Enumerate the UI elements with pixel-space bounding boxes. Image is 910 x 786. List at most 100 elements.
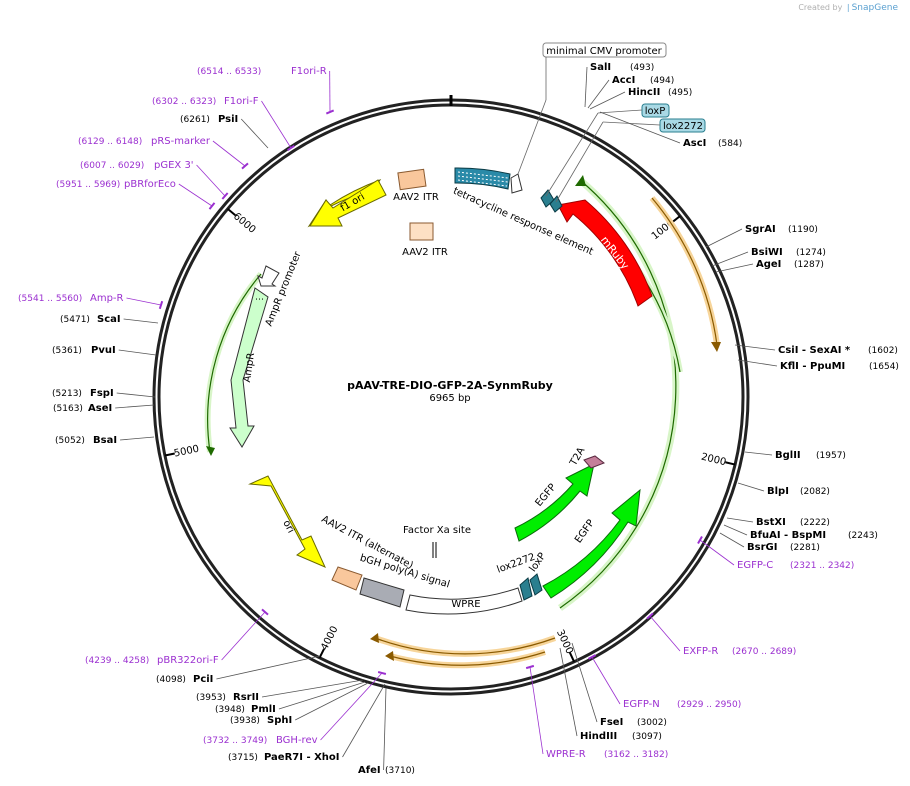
primer-mark [377,671,387,675]
primer-position: (2929 .. 2950) [677,700,741,710]
enzyme-leader [216,655,321,680]
enzyme-position: (1654) [869,362,899,372]
enzyme-site[interactable]: BsaI(5052) [55,435,155,446]
leader-lox2272 [602,121,661,126]
enzyme-site[interactable]: CsiI - SexAI *(1602) [734,344,898,356]
enzyme-position: (2222) [800,518,830,528]
enzyme-site[interactable]: FspI(5213) [52,388,156,399]
enzyme-site[interactable]: AfeI(3710) [358,687,415,776]
enzyme-leader [744,451,773,456]
ampr-promoter-dots: ⋯ [255,295,264,305]
primer-site[interactable]: (6514 .. 6533)F1ori-R [197,66,335,115]
feature-aav2itr-1-label: AAV2 ITR [393,192,439,203]
primer-site[interactable]: (4239 .. 4258)pBR322ori-F [85,608,269,666]
feature-loxp-inner[interactable] [529,573,543,596]
feature-egfp-outer[interactable] [542,488,641,599]
svg-text:lox2272: lox2272 [663,121,703,132]
enzyme-site[interactable]: KflI - PpuMI(1654) [737,359,899,372]
enzyme-leader [295,682,369,721]
enzyme-site[interactable]: AscI(584) [599,111,742,149]
primer-site[interactable]: (2670 .. 2689)EXFP-R [646,612,796,657]
enzyme-site[interactable]: PaeR7I - XhoI(3715) [228,683,386,763]
enzyme-leader [737,482,765,492]
enzyme-leader [261,679,364,698]
feature-tre-hatch [457,171,509,187]
primer-site[interactable]: (5951 .. 5969)pBRforEco [56,179,216,210]
enzyme-site[interactable]: SphI(3938) [230,682,369,726]
primer-site[interactable]: (6007 .. 6029)pGEX 3' [80,160,229,200]
enzyme-position: (1957) [816,451,846,461]
primer-site[interactable]: (5541 .. 5560)Amp-R [18,293,164,310]
enzyme-site[interactable]: BfuAI - BspMI(2243) [723,524,878,541]
label-lox2272-outer[interactable]: lox2272 [659,118,706,133]
enzyme-site[interactable]: BstXI(2222) [726,517,830,528]
enzyme-site[interactable]: FseI(3002) [571,642,667,728]
enzyme-name: HincII [628,87,660,98]
enzyme-leader [587,79,610,109]
enzyme-site[interactable]: SgrAI(1190) [705,224,818,248]
primer-site[interactable]: (3162 .. 3182)WPRE-R [525,664,668,760]
enzyme-name: PmlI [251,704,276,715]
feature-aav2itr-alt[interactable] [331,566,363,591]
feature-mini-cmv[interactable] [510,173,523,194]
enzyme-site[interactable]: SalI(493) [584,62,654,108]
feature-lox2272-outer[interactable] [549,195,563,213]
enzyme-name: BsaI [93,435,117,446]
feature-mruby[interactable] [557,199,653,307]
enzyme-name: AgeI [756,259,781,270]
enzyme-site[interactable]: RsrII(3953) [196,679,364,703]
feature-f1ori-body[interactable] [309,179,387,227]
feature-ampr-label: AmpR [242,352,257,383]
label-loxp-outer[interactable]: loxP [641,103,670,118]
orf-arrow-egfp-2 [385,651,394,661]
enzyme-site[interactable]: HincII(495) [589,87,692,110]
enzyme-site[interactable]: PciI(4098) [156,655,321,685]
enzyme-site[interactable]: BsiWI(1274) [711,247,826,267]
feature-lox2272-inner[interactable] [519,577,533,601]
feature-ori[interactable] [248,475,326,568]
enzyme-name: BglII [775,450,801,461]
feature-wpre-label: WPRE [451,599,480,610]
primer-site[interactable]: (2321 .. 2342)EGFP-C [697,536,854,571]
enzyme-site[interactable]: PvuI(5361) [52,345,157,356]
enzyme-position: (1287) [794,260,824,270]
feature-t2a[interactable] [583,455,606,469]
enzyme-name: SphI [267,715,292,726]
enzyme-site[interactable]: PsiI(6261) [180,114,269,149]
feature-ampr[interactable] [229,287,269,448]
primer-site[interactable]: (6302 .. 6323)F1ori-F [152,96,295,152]
feature-aav2itr-1[interactable] [397,168,427,191]
enzyme-site[interactable]: ScaI(5471) [60,314,159,325]
feature-aav2itr-2[interactable] [409,222,434,241]
tick-mark [227,208,237,217]
enzyme-site[interactable]: BsrGI(2281) [719,532,820,553]
feature-egfp-inner[interactable] [514,463,595,542]
primer-site[interactable]: (2929 .. 2950)EGFP-N [588,654,741,710]
feature-wpre[interactable] [405,587,523,615]
primer-site[interactable]: (6129 .. 6148)pRS-marker [78,136,249,170]
enzyme-site[interactable]: AseI(5163) [53,403,155,414]
orf-arrow-egfp-1 [370,633,379,643]
label-minimal-cmv-promoter[interactable]: minimal CMV promoter [542,42,667,58]
enzyme-site[interactable]: BglII (1957) [744,450,846,461]
primer-leader [591,656,621,705]
arc-green-outer-arrow [575,175,586,186]
arc-green-amp-line [207,273,262,453]
feature-ampr-promoter[interactable] [257,265,280,287]
enzyme-site[interactable]: PmlI(3948) [215,681,366,715]
enzyme-leader [559,647,578,737]
enzyme-position: (5163) [53,404,83,414]
orf-arc-egfp-1-line [374,637,556,655]
leader-loxp-2 [545,112,599,197]
enzyme-site[interactable]: AgeI (1287) [715,259,824,273]
primer-position: (6302 .. 6323) [152,97,216,107]
enzyme-leader [278,681,366,710]
enzyme-leader [737,359,778,367]
feature-bgh[interactable] [359,577,405,608]
primer-site[interactable]: (3732 .. 3749)BGH-rev [203,671,387,746]
arc-green-outer-line [559,179,677,609]
primer-name: Amp-R [90,293,124,304]
enzyme-site[interactable]: HindIII(3097) [559,647,662,742]
enzyme-site[interactable]: BlpI(2082) [737,482,830,497]
enzyme-site[interactable]: AccI(494) [587,75,674,109]
